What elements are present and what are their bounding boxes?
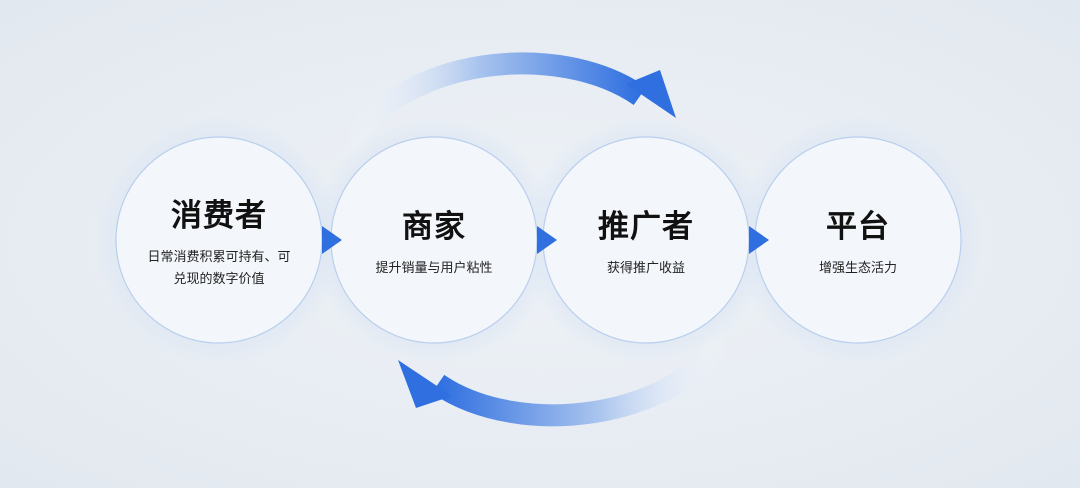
node-title: 消费者 bbox=[171, 197, 267, 234]
bottom-arc bbox=[431, 324, 740, 427]
node-title: 商家 bbox=[402, 208, 466, 245]
top-arrowhead bbox=[626, 70, 676, 118]
node-title: 平台 bbox=[826, 208, 890, 245]
connector-arrow-2 bbox=[537, 226, 557, 254]
node-description: 获得推广收益 bbox=[606, 260, 685, 276]
node-title: 推广者 bbox=[598, 208, 694, 245]
node-consumer: 消费者 日常消费积累可持有、可兑现的数字价值 bbox=[114, 135, 324, 345]
connector-arrow-3 bbox=[749, 226, 769, 254]
node-description: 提升销量与用户粘性 bbox=[375, 260, 493, 276]
node-description: 增强生态活力 bbox=[818, 260, 897, 276]
node-platform: 平台 增强生态活力 bbox=[753, 135, 963, 345]
top-arc bbox=[335, 52, 647, 156]
bottom-arrowhead bbox=[398, 360, 452, 408]
connector-arrow-1 bbox=[322, 226, 342, 254]
node-description: 日常消费积累可持有、可兑现的数字价值 bbox=[147, 249, 291, 287]
node-merchant: 商家 提升销量与用户粘性 bbox=[329, 135, 539, 345]
node-promoter: 推广者 获得推广收益 bbox=[541, 135, 751, 345]
